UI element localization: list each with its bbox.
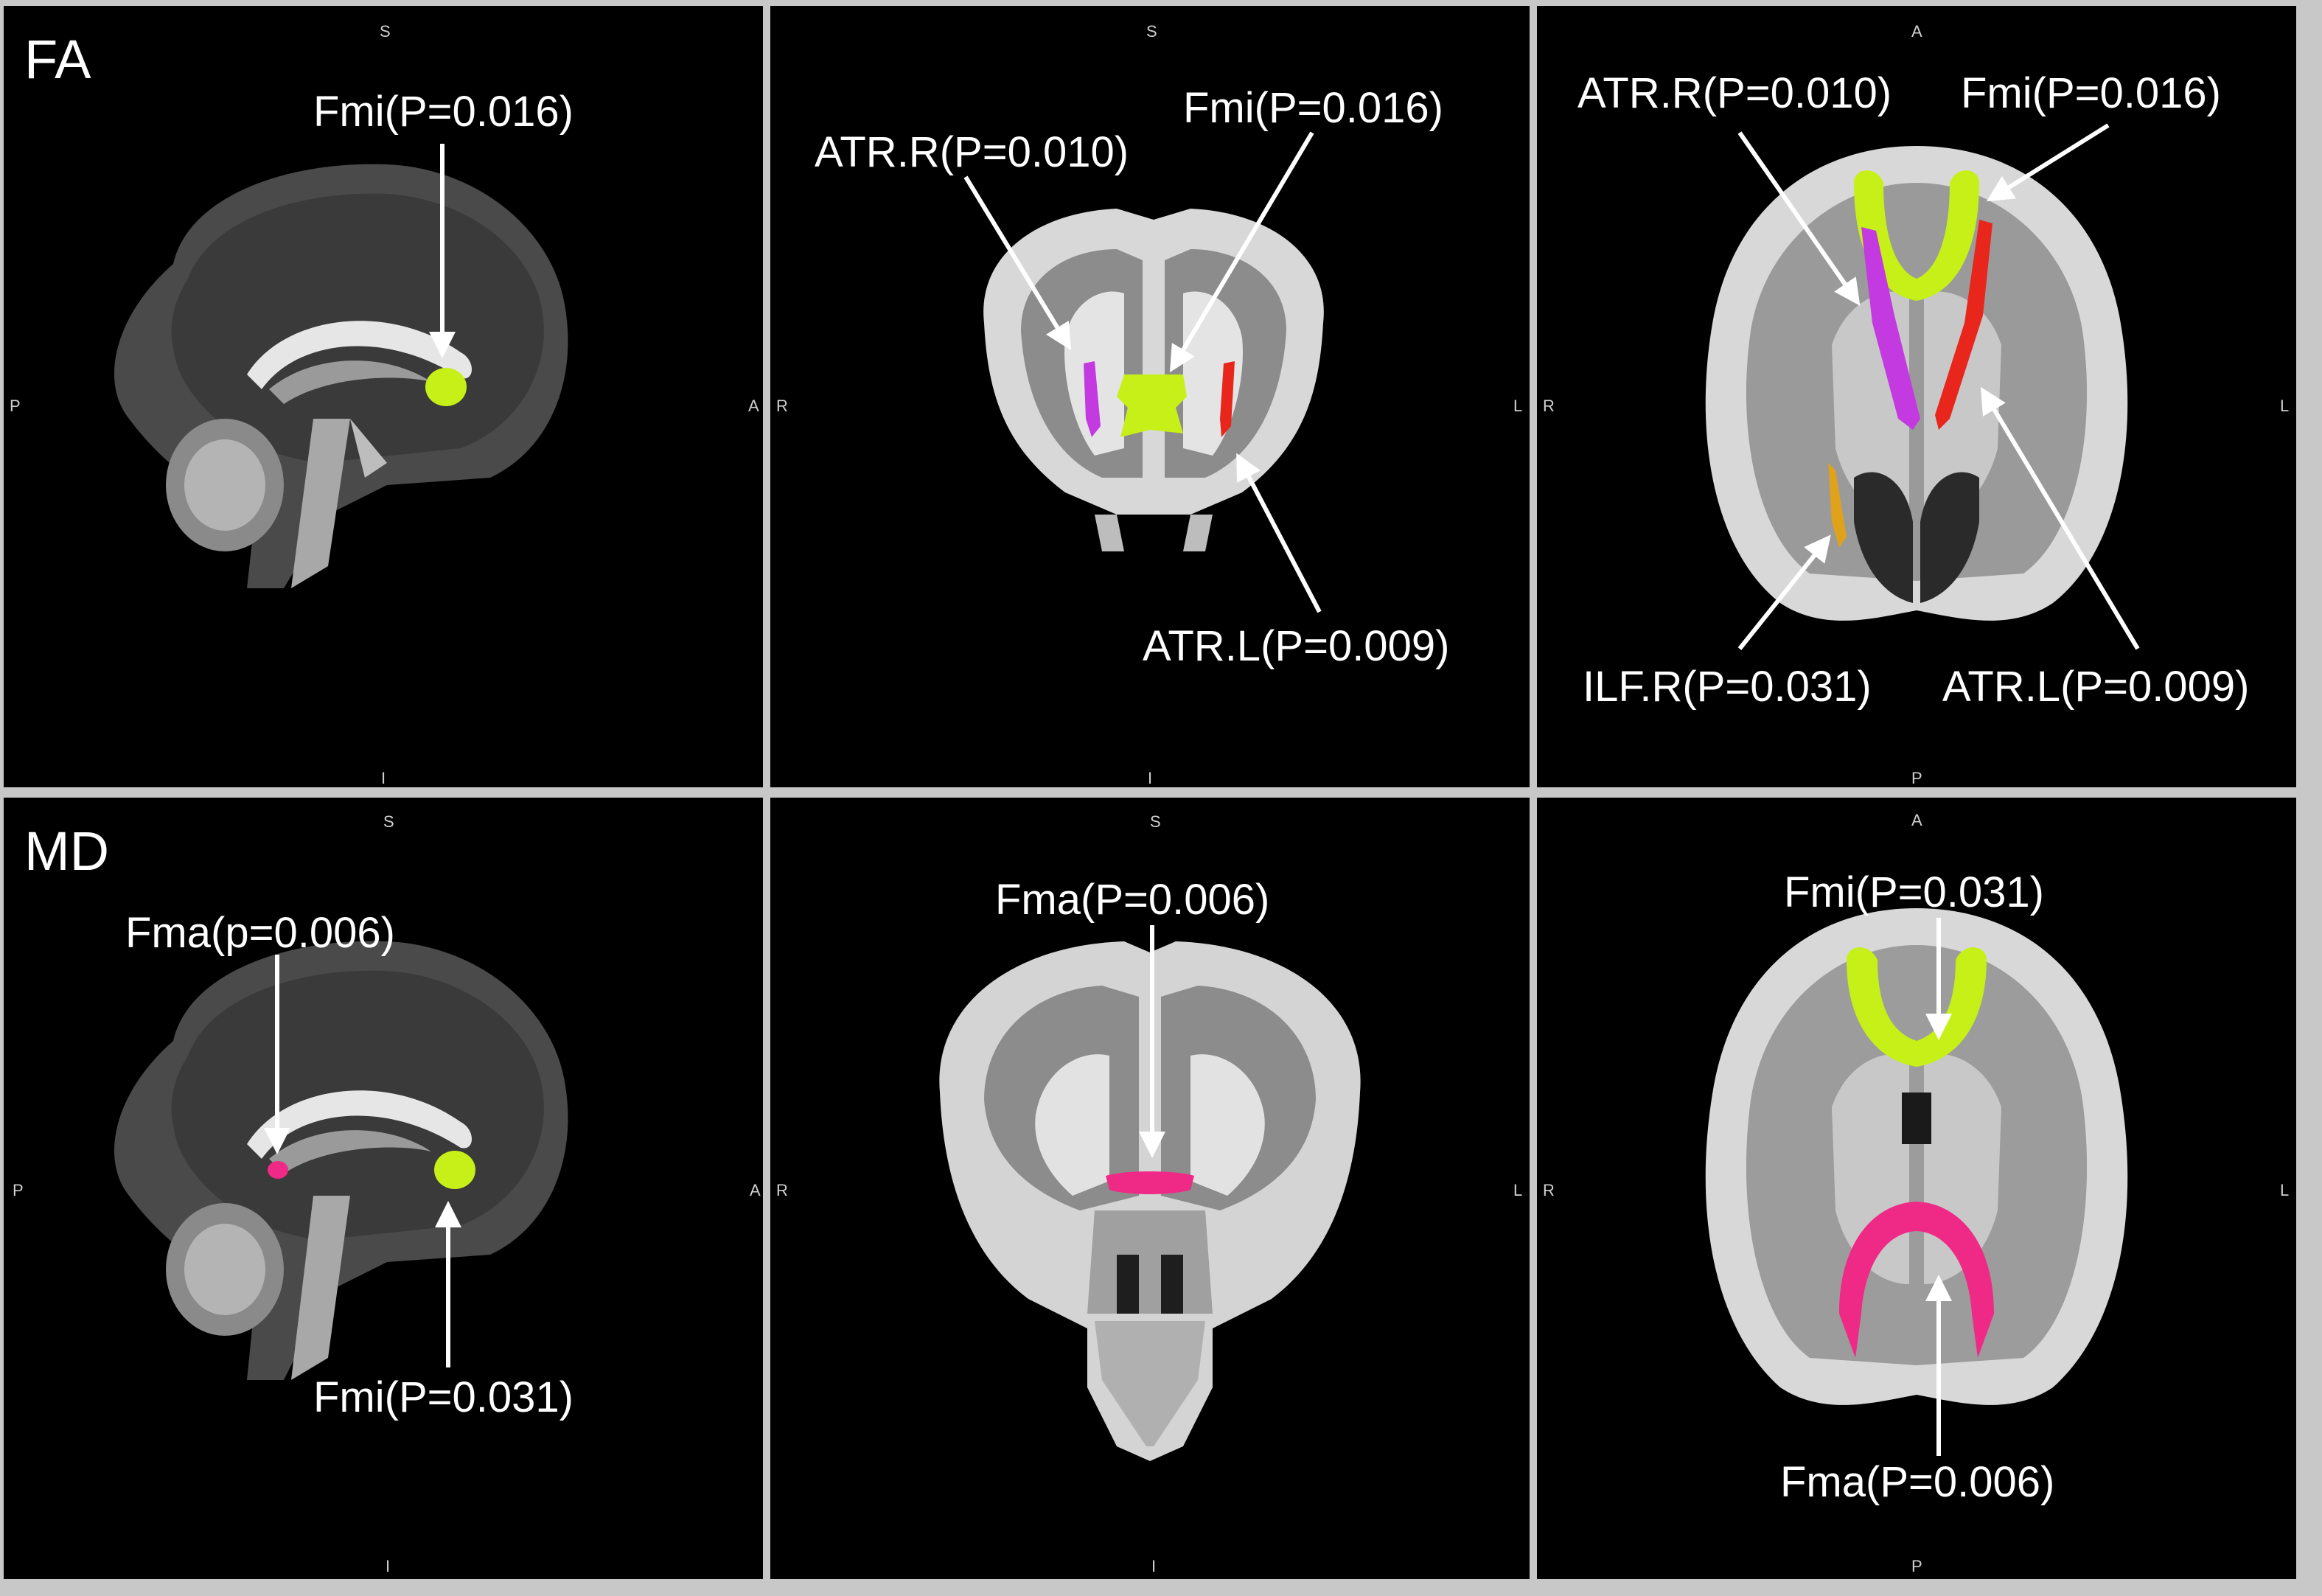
sagittal-brain-image: [114, 164, 568, 589]
orient-left: P: [13, 1181, 24, 1199]
panel-fa-axial: A P R L ATR.R(P=0.010) Fmi(P=0.016) ILF.…: [1537, 6, 2296, 787]
fma-tract-md-axial: [1839, 1202, 1994, 1358]
fmi-tract-md-sagittal: [434, 1151, 475, 1189]
orient-bottom: I: [1151, 1557, 1157, 1575]
fma-tract-md-sagittal: [268, 1161, 288, 1179]
orient-right: L: [1513, 1181, 1523, 1199]
label-fmi: Fmi(P=0.031): [313, 1373, 573, 1421]
label-fma: Fma(P=0.006): [995, 876, 1270, 924]
orient-top: S: [383, 812, 394, 831]
orient-left: R: [776, 397, 788, 415]
panel-fa-sagittal: S I P A FA Fmi(P=0.016): [4, 6, 763, 787]
label-fmi: Fmi(P=0.016): [1183, 84, 1443, 132]
panel-md-sagittal: S I P A MD Fma(p=0.006) Fmi(P=0.031): [4, 798, 763, 1579]
orient-top: A: [1911, 811, 1922, 829]
orient-top: A: [1911, 22, 1922, 41]
orient-left: R: [776, 1181, 788, 1199]
orient-right: A: [750, 1181, 761, 1199]
measure-label-fa: FA: [24, 29, 91, 90]
orient-top: S: [380, 22, 391, 41]
orient-right: A: [748, 397, 759, 415]
fma-tract-md-coronal: [1106, 1171, 1194, 1194]
fmi-tract-fa-coronal: [1117, 374, 1187, 437]
label-atr-l: ATR.L(P=0.009): [1143, 622, 1450, 670]
atr-r-tract-fa-axial: [1861, 227, 1920, 430]
orient-bottom: P: [1911, 769, 1922, 787]
label-atr-r: ATR.R(P=0.010): [815, 128, 1129, 176]
sagittal-brain-image: [114, 941, 568, 1380]
atr-r-tract-fa-coronal: [1084, 361, 1101, 437]
label-fmi: Fmi(P=0.031): [1784, 868, 2044, 916]
label-fmi: Fmi(P=0.016): [1961, 69, 2221, 117]
orient-right: L: [2280, 1181, 2290, 1199]
label-fmi: Fmi(P=0.016): [313, 88, 573, 136]
orient-left: P: [10, 397, 21, 415]
label-fma: Fma(P=0.006): [1780, 1458, 2055, 1506]
panel-fa-coronal: S I R L ATR.R(P=0.010) Fmi(P=0.016) ATR.…: [770, 6, 1530, 787]
orient-left: R: [1543, 1181, 1555, 1199]
label-atr-r: ATR.R(P=0.010): [1577, 69, 1892, 117]
orient-right: L: [1513, 397, 1523, 415]
orient-top: S: [1146, 22, 1157, 41]
orient-top: S: [1150, 812, 1161, 831]
panel-md-axial: A P R L Fmi(P=0.031) Fma(P=0.006): [1537, 798, 2296, 1579]
fmi-tract-fa-sagittal: [425, 368, 467, 406]
label-ilf-r: ILF.R(P=0.031): [1583, 663, 1872, 711]
measure-label-md: MD: [24, 820, 110, 882]
orient-bottom: I: [381, 769, 386, 787]
label-atr-l: ATR.L(P=0.009): [1942, 663, 2250, 711]
atr-l-tract-fa-axial: [1935, 220, 1992, 430]
orient-bottom: I: [1148, 769, 1153, 787]
atr-l-tract-fa-coronal: [1220, 361, 1235, 437]
label-fma: Fma(p=0.006): [125, 909, 395, 957]
orient-bottom: I: [386, 1557, 391, 1575]
coronal-brain-image: [939, 941, 1361, 1461]
fmi-tract-fa-axial: [1854, 170, 1979, 301]
ilf-r-tract-fa-axial: [1828, 463, 1847, 548]
orient-left: R: [1543, 397, 1555, 415]
orient-right: L: [2280, 397, 2290, 415]
panel-md-coronal: S I R L Fma(P=0.006): [770, 798, 1530, 1579]
orient-bottom: P: [1911, 1557, 1922, 1575]
